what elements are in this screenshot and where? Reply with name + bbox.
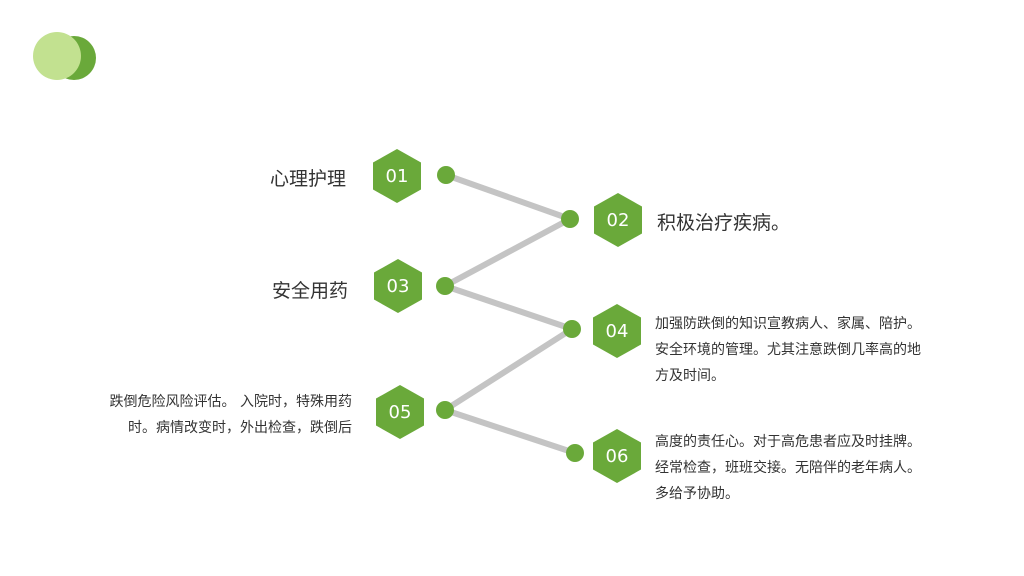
connector-dot-04	[563, 320, 581, 338]
connector-dot-01	[437, 166, 455, 184]
connector-dot-05	[436, 401, 454, 419]
step-number-04: 04	[593, 304, 641, 358]
connector-dot-02	[561, 210, 579, 228]
step-06-line-1: 高度的责任心。对于高危患者应及时挂牌。	[655, 434, 921, 450]
logo-circle-light	[33, 32, 81, 80]
step-title-01: 心理护理	[270, 168, 347, 190]
connector-line-01-02	[443, 172, 573, 222]
step-04-line-1: 加强防跌倒的知识宣教病人、家属、陪护。	[655, 316, 921, 332]
step-number-03: 03	[374, 259, 422, 313]
connector-dot-06	[566, 444, 584, 462]
step-06-line-3: 多给予协助。	[655, 486, 739, 502]
step-05-line-1: 跌倒危险风险评估。 入院时，特殊用药	[109, 394, 352, 410]
connector-dot-03	[436, 277, 454, 295]
step-title-02: 积极治疗疾病。	[657, 212, 791, 234]
step-title-03: 安全用药	[272, 280, 349, 302]
connector-line-04-05	[442, 326, 575, 413]
step-number-05: 05	[376, 385, 424, 439]
step-description-06: 高度的责任心。对于高危患者应及时挂牌。 经常检查，班班交接。无陪伴的老年病人。 …	[655, 429, 921, 507]
step-description-04: 加强防跌倒的知识宣教病人、家属、陪护。 安全环境的管理。尤其注意跌倒几率高的地 …	[655, 311, 921, 389]
connector-line-03-04	[442, 283, 575, 332]
step-number-02: 02	[594, 193, 642, 247]
step-05-line-2: 时。病情改变时，外出检查，跌倒后	[128, 420, 352, 436]
connector-line-05-06	[442, 407, 578, 456]
step-04-line-2: 安全环境的管理。尤其注意跌倒几率高的地	[655, 342, 921, 358]
step-number-01: 01	[373, 149, 421, 203]
step-description-05: 跌倒危险风险评估。 入院时，特殊用药 时。病情改变时，外出检查，跌倒后	[110, 389, 352, 441]
connector-line-02-03	[442, 216, 573, 289]
step-06-line-2: 经常检查，班班交接。无陪伴的老年病人。	[655, 460, 921, 476]
step-number-06: 06	[593, 429, 641, 483]
step-04-line-3: 方及时间。	[655, 368, 725, 384]
